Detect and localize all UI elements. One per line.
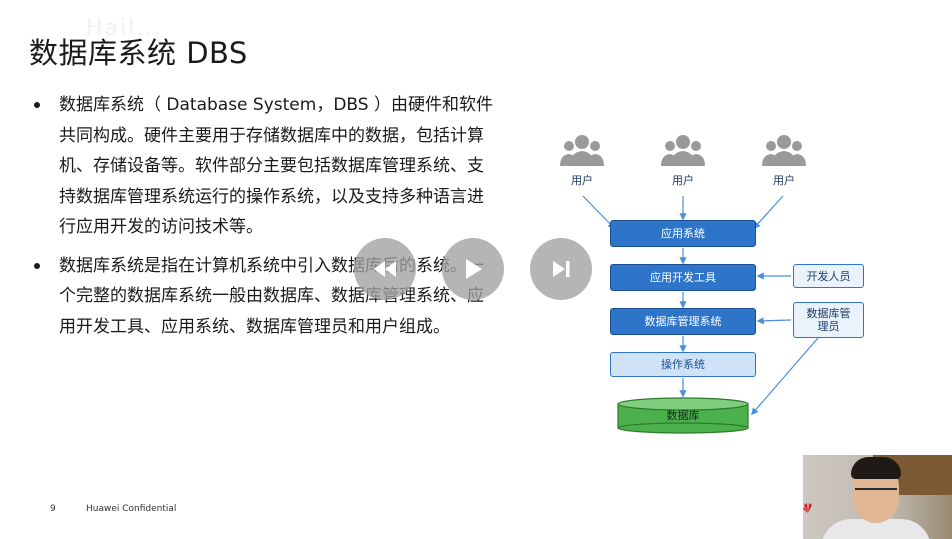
footer-page-number: 9 xyxy=(50,504,56,514)
slide-title: 数据库系统 DBS xyxy=(29,36,248,70)
os-box: 操作系统 xyxy=(610,352,756,377)
webcam-overlay xyxy=(803,455,952,539)
footer-confidential: Huawei Confidential xyxy=(86,504,177,514)
presenter-hair xyxy=(851,457,901,479)
dbs-diagram: 用户 用户 用户 应用系统 应用开发工具 数据库管理系统 操作系统 开发人员 数… xyxy=(548,124,870,444)
user-group-3: 用户 xyxy=(754,132,814,188)
huawei-logo-icon xyxy=(803,503,812,513)
dev-tools-box: 应用开发工具 xyxy=(610,264,756,291)
presenter-glasses xyxy=(855,488,897,500)
bullet-item: 数据库系统（ Database System，DBS ）由硬件和软件共同构成。硬… xyxy=(34,90,499,243)
bullet-dot xyxy=(34,102,40,108)
user-label: 用户 xyxy=(672,174,694,187)
watermark: Hail... xyxy=(86,16,164,41)
user-group-1: 用户 xyxy=(552,132,612,188)
diagram-arrows xyxy=(582,195,819,434)
users-icon xyxy=(560,135,604,166)
user-label: 用户 xyxy=(571,174,593,187)
database-label: 数据库 xyxy=(666,409,700,422)
developer-box: 开发人员 xyxy=(793,264,864,288)
rewind-icon xyxy=(374,261,396,277)
bullet-dot xyxy=(34,262,40,269)
play-button[interactable] xyxy=(442,238,504,300)
dba-box: 数据库管理员 xyxy=(793,302,864,338)
bullet-list: 数据库系统（ Database System，DBS ）由硬件和软件共同构成。硬… xyxy=(34,90,499,350)
player-controls xyxy=(354,238,594,302)
user-group-2: 用户 xyxy=(653,132,713,188)
play-icon xyxy=(466,259,482,279)
dbms-box: 数据库管理系统 xyxy=(610,308,756,335)
presenter-shirt xyxy=(821,519,931,539)
skip-next-button[interactable] xyxy=(530,238,592,300)
skip-next-icon xyxy=(553,261,570,277)
app-system-box: 应用系统 xyxy=(610,220,756,247)
rewind-button[interactable] xyxy=(354,238,416,300)
bullet-text: 数据库系统（ Database System，DBS ）由硬件和软件共同构成。硬… xyxy=(59,95,493,237)
users-icon xyxy=(762,135,806,166)
user-label: 用户 xyxy=(773,174,795,187)
database-cylinder xyxy=(617,397,749,434)
users-icon xyxy=(661,135,705,166)
